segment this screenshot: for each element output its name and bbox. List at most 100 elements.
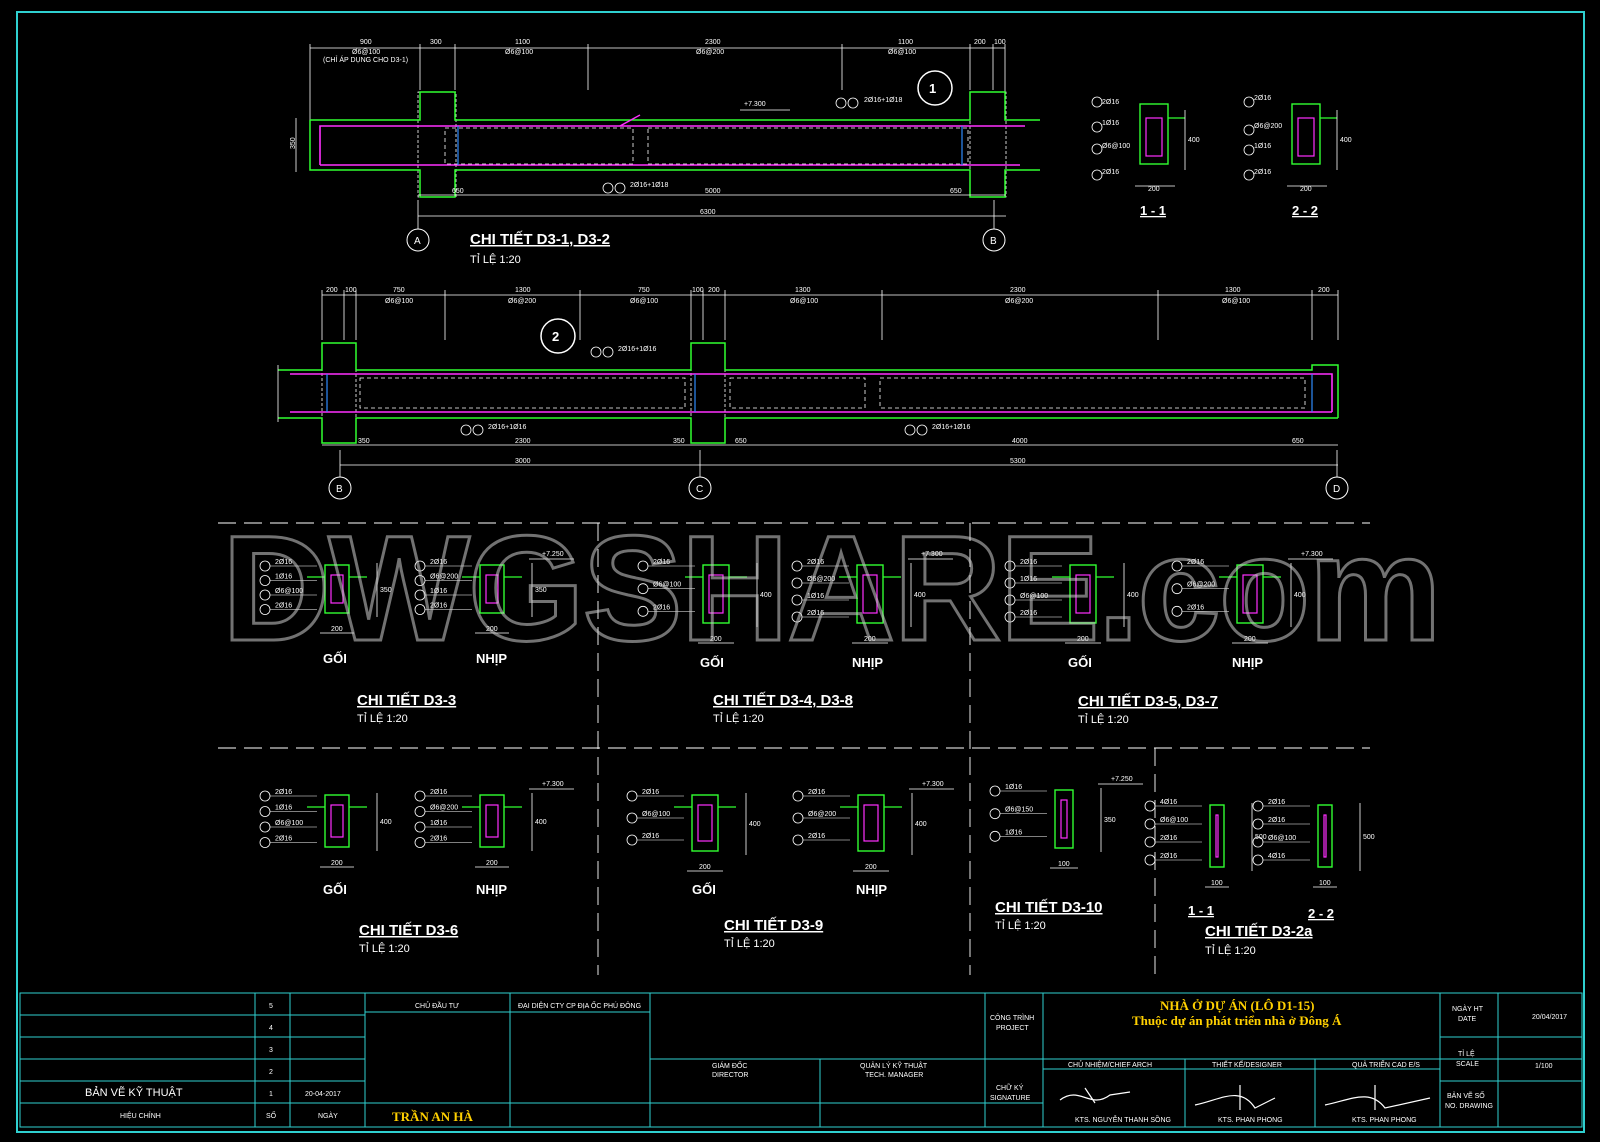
detail-4-title: CHI TIẾT D3-6 bbox=[359, 922, 458, 939]
svg-text:Thuộc dự án phát triển nhà ở Đ: Thuộc dự án phát triển nhà ở Đông Á bbox=[1132, 1013, 1342, 1028]
svg-text:20/04/2017: 20/04/2017 bbox=[1532, 1014, 1567, 1021]
d33-nhip-label: 2Ø16 bbox=[430, 559, 447, 566]
d39-nhip-callout bbox=[792, 812, 804, 824]
d36-goi-callout bbox=[259, 821, 271, 833]
svg-text:2Ø16+1Ø18: 2Ø16+1Ø18 bbox=[630, 182, 668, 189]
detail-3-right-cap: NHỊP bbox=[1232, 655, 1263, 670]
d36-nhip-callout bbox=[414, 806, 426, 817]
svg-text:B: B bbox=[990, 236, 997, 247]
svg-text:100: 100 bbox=[692, 287, 704, 294]
d32a-2-concrete bbox=[1317, 804, 1333, 868]
svg-text:Ø6@100: Ø6@100 bbox=[790, 298, 818, 305]
svg-text:TỈ LỆ 1:20: TỈ LỆ 1:20 bbox=[1078, 713, 1129, 726]
svg-text:2 - 2: 2 - 2 bbox=[1292, 203, 1318, 218]
svg-text:750: 750 bbox=[393, 287, 405, 294]
d32a-2-label: 4Ø16 bbox=[1268, 853, 1285, 860]
svg-text:SCALE: SCALE bbox=[1456, 1061, 1479, 1068]
d32a-1-label: 2Ø16 bbox=[1160, 835, 1177, 842]
svg-text:1: 1 bbox=[929, 81, 936, 96]
d310-label: 1Ø16 bbox=[1005, 829, 1022, 836]
svg-text:TỈ LỆ 1:20: TỈ LỆ 1:20 bbox=[357, 712, 408, 725]
signature-3 bbox=[1324, 1085, 1431, 1110]
d33-goi-height: 350 bbox=[380, 587, 392, 594]
svg-text:Ø6@100: Ø6@100 bbox=[352, 49, 380, 56]
title-block bbox=[19, 992, 1583, 1128]
beam-2-elevation: 200 100 750 1300 750 100 200 1300 2300 1… bbox=[277, 287, 1349, 500]
detail-2-right-cap: NHỊP bbox=[852, 655, 883, 670]
d35-nhip-level: +7.300 bbox=[1301, 551, 1323, 558]
d34-goi-label: 2Ø16 bbox=[653, 604, 670, 611]
svg-text:400: 400 bbox=[1188, 137, 1200, 144]
d35-nhip-concrete bbox=[1236, 564, 1264, 624]
svg-text:TỈ LỆ 1:20: TỈ LỆ 1:20 bbox=[995, 919, 1046, 932]
d36-goi-callout bbox=[259, 790, 271, 802]
d32a-1-width: 100 bbox=[1211, 880, 1223, 887]
svg-text:CHỮ KÝ: CHỮ KÝ bbox=[996, 1083, 1024, 1092]
beam-1-scale: TỈ LỆ 1:20 bbox=[470, 253, 521, 266]
svg-text:200: 200 bbox=[974, 39, 986, 46]
d36-nhip-callout bbox=[414, 837, 426, 848]
svg-text:100: 100 bbox=[994, 39, 1006, 46]
d32a-1-label: 4Ø16 bbox=[1160, 799, 1177, 806]
d39-nhip-concrete bbox=[857, 794, 885, 852]
d32a-1-concrete bbox=[1209, 804, 1225, 868]
d35-goi-height: 400 bbox=[1127, 592, 1139, 599]
detail-1-title: CHI TIẾT D3-3 bbox=[357, 692, 456, 709]
d32a-2-label: 2Ø16 bbox=[1268, 799, 1285, 806]
svg-text:QUẢN LÝ KỸ THUẬT: QUẢN LÝ KỸ THUẬT bbox=[860, 1061, 928, 1070]
d35-nhip-stirrup bbox=[1242, 574, 1258, 614]
svg-text:Ø6@200: Ø6@200 bbox=[1254, 123, 1282, 130]
svg-text:2: 2 bbox=[269, 1069, 273, 1076]
svg-text:HIỆU CHỈNH: HIỆU CHỈNH bbox=[120, 1111, 161, 1120]
detail-1-right-cap: NHỊP bbox=[476, 651, 507, 666]
d33-nhip-concrete bbox=[479, 564, 505, 614]
svg-text:5: 5 bbox=[269, 1003, 273, 1010]
svg-text:SIGNATURE: SIGNATURE bbox=[990, 1095, 1031, 1102]
d35-goi-concrete bbox=[1069, 564, 1097, 624]
d39-goi-label: Ø6@100 bbox=[642, 811, 670, 818]
d32a-1-callout bbox=[1144, 854, 1156, 866]
svg-text:6300: 6300 bbox=[700, 209, 716, 216]
svg-text:650: 650 bbox=[452, 188, 464, 195]
d39-goi-concrete bbox=[691, 794, 719, 852]
d33-goi-label: 1Ø16 bbox=[275, 574, 292, 581]
detail-6-title: CHI TIẾT D3-10 bbox=[995, 899, 1103, 916]
d32a-2-callout bbox=[1252, 800, 1264, 812]
d310-callout bbox=[989, 830, 1001, 842]
d34-goi-width: 200 bbox=[710, 636, 722, 643]
d39-nhip-label: 2Ø16 bbox=[808, 833, 825, 840]
axis-b-bubble bbox=[982, 228, 1006, 252]
svg-text:2Ø16: 2Ø16 bbox=[1102, 99, 1119, 106]
d32a-2-label: 2Ø16 bbox=[1268, 817, 1285, 824]
svg-text:2300: 2300 bbox=[1010, 287, 1026, 294]
svg-text:1/100: 1/100 bbox=[1535, 1063, 1553, 1070]
svg-text:200: 200 bbox=[326, 287, 338, 294]
svg-text:350: 350 bbox=[290, 137, 297, 149]
d310-stirrup bbox=[1060, 799, 1068, 839]
svg-text:A: A bbox=[414, 236, 421, 247]
svg-text:2Ø16+1Ø16: 2Ø16+1Ø16 bbox=[618, 346, 656, 353]
svg-text:CÔNG TRÌNH: CÔNG TRÌNH bbox=[990, 1013, 1034, 1022]
d33-nhip-level: +7.250 bbox=[542, 551, 564, 558]
detail-2-title: CHI TIẾT D3-4, D3-8 bbox=[713, 692, 853, 709]
d36-nhip-label: 2Ø16 bbox=[430, 789, 447, 796]
d36-nhip-stirrup bbox=[485, 804, 499, 838]
svg-text:TỈ LỆ 1:20: TỈ LỆ 1:20 bbox=[713, 712, 764, 725]
d39-nhip-label: 2Ø16 bbox=[808, 789, 825, 796]
svg-text:NGÀY: NGÀY bbox=[318, 1111, 338, 1120]
detail-4-left-cap: GỐI bbox=[323, 882, 347, 897]
d34-goi-concrete bbox=[702, 564, 730, 624]
d36-goi-label: 2Ø16 bbox=[275, 789, 292, 796]
d35-goi-label: 2Ø16 bbox=[1020, 610, 1037, 617]
svg-text:TRẦN AN HÀ: TRẦN AN HÀ bbox=[392, 1109, 474, 1124]
svg-text:Ø6@100: Ø6@100 bbox=[1102, 143, 1130, 150]
d39-nhip-width: 200 bbox=[865, 864, 877, 871]
d33-goi-stirrup bbox=[330, 574, 344, 604]
svg-text:2300: 2300 bbox=[705, 39, 721, 46]
d35-goi-label: 2Ø16 bbox=[1020, 559, 1037, 566]
d36-nhip-callout bbox=[414, 821, 426, 833]
d32a-2-width: 100 bbox=[1319, 880, 1331, 887]
svg-text:2Ø16+1Ø18: 2Ø16+1Ø18 bbox=[864, 97, 902, 104]
svg-text:Ø6@200: Ø6@200 bbox=[508, 298, 536, 305]
svg-text:BẢN VẼ KỸ THUẬT: BẢN VẼ KỸ THUẬT bbox=[85, 1086, 183, 1099]
